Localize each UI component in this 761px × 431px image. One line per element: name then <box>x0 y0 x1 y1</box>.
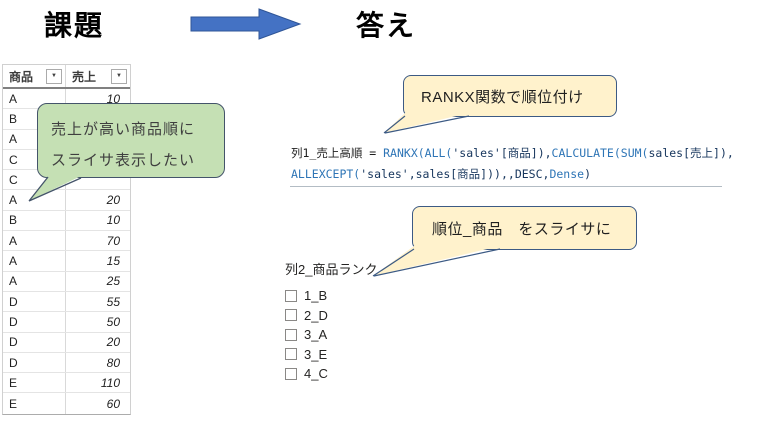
slicer-note-text: 順位_商品 をスライサに <box>432 220 612 238</box>
product-cell: B <box>3 210 66 231</box>
formula-segment: 'sales'[商品] <box>452 146 538 160</box>
rankx-bubble-tail-stroke <box>383 115 470 134</box>
sales-cell: 55 <box>106 294 120 309</box>
formula-segment: , <box>542 167 550 181</box>
rankx-note-text: RANKX関数で順位付け <box>421 88 584 106</box>
sales-cell: 80 <box>106 355 120 370</box>
slicer-item-3_A[interactable]: 3_A <box>285 325 377 345</box>
table-row: B 10 <box>3 210 130 232</box>
product-column-header: 商品 ▼ <box>3 65 66 87</box>
product-cell: D <box>3 312 66 332</box>
product-cell: A <box>3 271 66 291</box>
table-row: A 15 <box>3 251 130 272</box>
sales-column-label: 売上 <box>72 69 97 84</box>
product-cell: A <box>3 231 66 251</box>
sales-cell: 110 <box>100 375 120 390</box>
product-cell: D <box>3 332 66 352</box>
problem-note-line2: スライサ表示したい <box>51 152 196 169</box>
sales-cell: 50 <box>106 314 120 329</box>
slicer-bubble-tail <box>373 246 500 276</box>
slicer-item-label: 2_D <box>304 307 328 323</box>
slicer-bubble-tail-stroke <box>372 248 501 277</box>
slicer-item-1_B[interactable]: 1_B <box>285 286 377 306</box>
formula-segment: ), <box>719 146 734 160</box>
formula-segment: DESC <box>514 167 543 181</box>
slicer-item-list: 1_B 2_D 3_A 3_E 4_C <box>285 286 377 384</box>
problem-note-bubble: 売上が高い商品順に スライサ表示したい <box>37 103 225 178</box>
table-row: A 70 <box>3 231 130 252</box>
slicer-item-label: 3_E <box>304 346 328 362</box>
product-cell: E <box>3 373 66 393</box>
formula-segment: Dense <box>549 167 585 181</box>
formula-segment: 列1_売上高順 = <box>291 146 384 160</box>
slicer-item-2_D[interactable]: 2_D <box>285 306 377 326</box>
checkbox-icon[interactable] <box>285 328 297 341</box>
formula-segment: ) <box>584 167 592 181</box>
slicer-item-label: 4_C <box>304 366 328 382</box>
checkbox-icon[interactable] <box>285 348 297 361</box>
table-row: A 20 <box>3 190 130 211</box>
sales-cell: 10 <box>106 91 120 106</box>
dax-formula-line2: ALLEXCEPT('sales',sales[商品])),,DESC,Dens… <box>291 166 591 182</box>
checkbox-icon[interactable] <box>285 289 297 302</box>
checkbox-icon[interactable] <box>285 309 297 322</box>
sales-table-header: 商品 ▼ 売上 ▼ <box>3 65 130 89</box>
formula-segment: ALLEXCEPT( <box>291 167 361 181</box>
problem-title: 課題 <box>44 10 105 41</box>
product-cell: D <box>3 352 66 373</box>
sales-column-header: 売上 ▼ <box>66 65 130 87</box>
sales-cell: 10 <box>106 213 120 228</box>
product-cell: D <box>3 291 66 312</box>
product-column-label: 商品 <box>9 69 34 84</box>
table-row: D 80 <box>3 352 130 374</box>
slicer-item-label: 3_A <box>304 327 328 343</box>
sales-cell: 20 <box>106 193 120 208</box>
right-arrow-shape <box>190 8 302 40</box>
formula-divider-line <box>290 186 722 187</box>
formula-segment: sales[売上] <box>648 146 720 160</box>
sales-filter-dropdown-icon[interactable]: ▼ <box>111 68 127 84</box>
sales-cell: 25 <box>106 274 120 289</box>
answer-title: 答え <box>356 10 417 41</box>
slicer-title: 列2_商品ランク <box>285 262 378 277</box>
sales-cell: 60 <box>106 396 120 411</box>
product-cell: A <box>3 89 66 109</box>
dax-formula-line1: 列1_売上高順 = RANKX(ALL('sales'[商品]),CALCULA… <box>291 145 734 161</box>
table-row: D 50 <box>3 312 130 333</box>
product-rank-slicer: 列2_商品ランク 1_B 2_D 3_A 3_E 4_C <box>285 259 377 384</box>
table-row: D 20 <box>3 332 130 353</box>
formula-segment: ), <box>537 146 552 160</box>
formula-segment: RANKX(ALL( <box>383 146 453 160</box>
sales-cell: 15 <box>106 254 120 269</box>
problem-note-line1: 売上が高い商品順に <box>51 121 196 138</box>
rankx-note-bubble: RANKX関数で順位付け <box>403 75 617 117</box>
product-filter-dropdown-icon[interactable]: ▼ <box>46 68 62 84</box>
table-row: E 110 <box>3 373 130 394</box>
slicer-item-label: 1_B <box>304 288 328 304</box>
table-row: A 25 <box>3 271 130 292</box>
slicer-item-3_E[interactable]: 3_E <box>285 345 377 365</box>
checkbox-icon[interactable] <box>285 367 297 380</box>
slicer-note-bubble: 順位_商品 をスライサに <box>412 206 637 250</box>
product-cell: E <box>3 393 66 414</box>
table-row: E 60 <box>3 393 130 414</box>
product-cell: A <box>3 251 66 271</box>
product-cell: A <box>3 190 66 210</box>
formula-segment: 'sales',sales[商品])),, <box>360 167 515 181</box>
formula-segment: CALCULATE(SUM( <box>551 146 649 160</box>
slicer-item-4_C[interactable]: 4_C <box>285 364 377 384</box>
sales-cell: 20 <box>106 335 120 350</box>
right-arrow-polygon <box>190 8 302 40</box>
sales-cell: 70 <box>106 233 120 248</box>
table-row: D 55 <box>3 291 130 313</box>
